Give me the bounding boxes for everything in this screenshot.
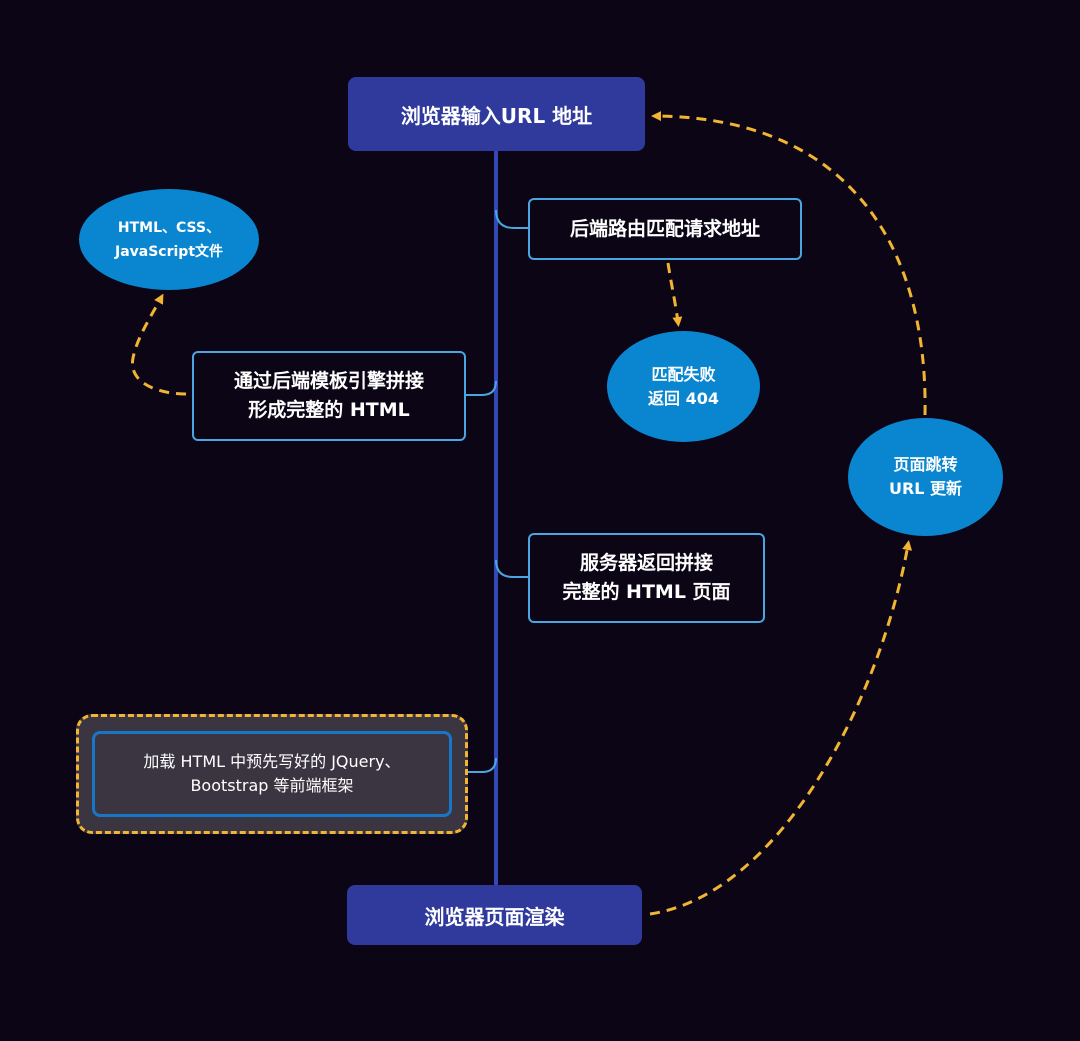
page-jump-ellipse: 页面跳转 URL 更新 [848,418,1003,536]
backend-route-box: 后端路由匹配请求地址 [528,198,802,260]
not-found-ellipse: 匹配失败 返回 404 [607,331,760,442]
page-jump-line1: 页面跳转 [893,455,958,474]
arrow-route-to-404 [666,262,683,327]
template-engine-line2: 形成完整的 HTML [248,399,410,421]
page-jump-line2: URL 更新 [888,479,963,498]
not-found-line1: 匹配失败 [651,364,716,384]
connector-server-return [495,559,529,578]
static-files-line1: HTML、CSS、 [117,219,221,236]
load-frameworks-line1: 加载 HTML 中预先写好的 JQuery、 [143,752,401,771]
static-files-line2: JavaScript文件 [114,243,224,260]
browser-render-box: 浏览器页面渲染 [347,885,642,945]
server-return-box: 服务器返回拼接 完整的 HTML 页面 [528,533,765,623]
template-engine-line1: 通过后端模板引擎拼接 [233,370,424,392]
server-return-line2: 完整的 HTML 页面 [562,581,731,603]
arrow-template-to-files [131,293,187,396]
not-found-line2: 返回 404 [648,388,719,408]
template-engine-box: 通过后端模板引擎拼接 形成完整的 HTML [192,351,466,441]
connector-template [465,380,497,396]
arrow-jump-to-top [651,111,927,416]
connector-load-frameworks [452,757,497,773]
load-frameworks-box: 加载 HTML 中预先写好的 JQuery、 Bootstrap 等前端框架 [92,731,452,817]
browser-render-label: 浏览器页面渲染 [424,904,565,929]
backend-route-label: 后端路由匹配请求地址 [569,217,760,240]
static-files-ellipse: HTML、CSS、 JavaScript文件 [79,189,259,290]
connector-route [495,209,529,229]
browser-url-input-label: 浏览器输入URL 地址 [400,103,593,128]
browser-url-input-box: 浏览器输入URL 地址 [348,77,645,151]
server-return-line1: 服务器返回拼接 [579,552,713,574]
load-frameworks-line2: Bootstrap 等前端框架 [190,776,354,795]
arrow-render-to-jump [649,540,913,916]
